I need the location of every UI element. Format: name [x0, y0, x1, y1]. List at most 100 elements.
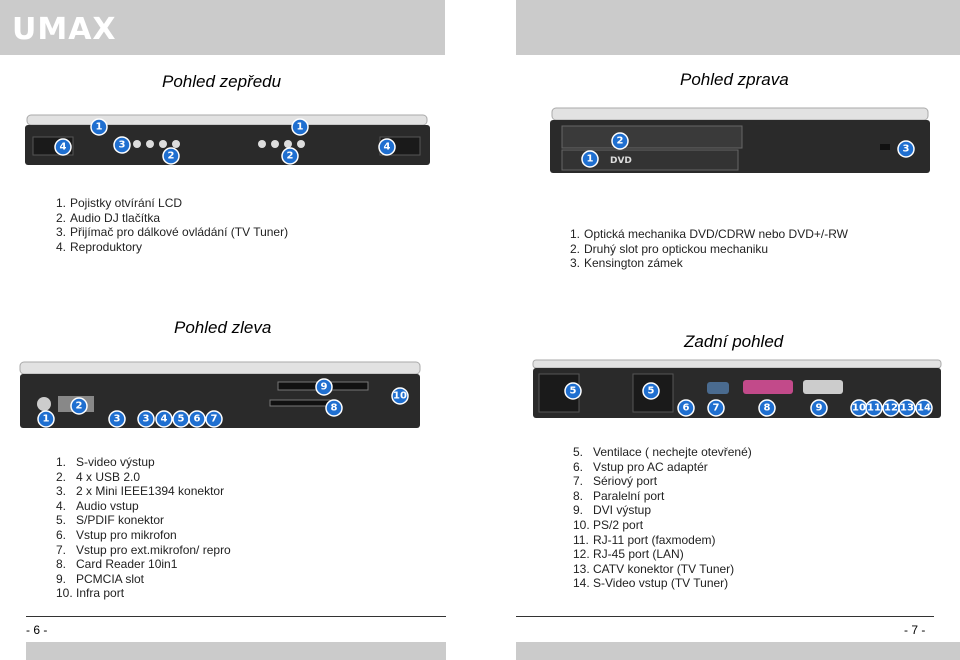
front-view-photo: 4 1 3 1 2 2 4: [25, 114, 430, 165]
svg-text:7: 7: [211, 414, 218, 425]
list-item: 5.S/PDIF konektor: [56, 513, 165, 528]
left-badge-3a: 3: [108, 410, 126, 428]
svg-text:8: 8: [331, 403, 338, 414]
back-badge-9: 9: [810, 399, 828, 417]
list-item: 3.2 x Mini IEEE1394 konektor: [56, 484, 225, 499]
right-laptop-lid: [551, 107, 929, 121]
left-badge-5: 5: [172, 410, 190, 428]
svg-text:10: 10: [852, 403, 866, 414]
svg-text:4: 4: [60, 142, 67, 153]
left-badge-2: 2: [70, 397, 88, 415]
list-item: 14.S-Video vstup (TV Tuner): [573, 576, 729, 591]
list-item: 7.Vstup pro ext.mikrofon/ repro: [56, 542, 231, 557]
svg-text:4: 4: [161, 414, 168, 425]
svg-text:7: 7: [713, 403, 720, 414]
svg-text:4: 4: [384, 142, 391, 153]
svg-text:11: 11: [867, 403, 881, 414]
left-badge-10: 10: [391, 387, 409, 405]
right-badge-1: 1: [581, 150, 599, 168]
svg-text:3: 3: [119, 140, 126, 151]
list-item: 8.Paralelní port: [573, 488, 665, 503]
footer-rule-right: [516, 616, 934, 617]
front-laptop-body: [25, 125, 430, 165]
svg-text:2: 2: [168, 151, 175, 162]
back-badge-6: 6: [677, 399, 695, 417]
left-badge-6: 6: [188, 410, 206, 428]
header-bar-right: [516, 0, 960, 55]
front-laptop-lid: [26, 114, 428, 126]
svg-text:1: 1: [587, 154, 594, 165]
svg-text:2: 2: [76, 401, 83, 412]
front-parts-list: 1.Pojistky otvírání LCD 2.Audio DJ tlačí…: [56, 196, 288, 254]
parallel-port: [743, 380, 793, 394]
front-badge-4a: 4: [54, 138, 72, 156]
back-badge-7: 7: [707, 399, 725, 417]
svg-text:5: 5: [648, 386, 655, 397]
back-parts-list: 5.Ventilace ( nechejte otevřené) 6.Vstup…: [573, 445, 752, 591]
back-badge-14: 14: [915, 399, 933, 417]
back-badge-8: 8: [758, 399, 776, 417]
second-drive-slot: [561, 149, 739, 171]
left-badge-4: 4: [155, 410, 173, 428]
list-item: 1.S-video výstup: [56, 455, 155, 469]
list-item: 5.Ventilace ( nechejte otevřené): [573, 445, 752, 459]
left-badge-7: 7: [205, 410, 223, 428]
svg-text:9: 9: [321, 382, 328, 393]
list-item: 2.4 x USB 2.0: [56, 469, 141, 484]
svg-text:5: 5: [178, 414, 185, 425]
svg-text:2: 2: [287, 151, 294, 162]
list-item: 8.Card Reader 10in1: [56, 557, 178, 572]
back-badge-10: 10: [850, 399, 868, 417]
list-item: 2.Druhý slot pro optickou mechaniku: [570, 241, 769, 256]
svg-text:8: 8: [764, 403, 771, 414]
list-item: 10.PS/2 port: [573, 517, 644, 532]
list-item: 11.RJ-11 port (faxmodem): [573, 532, 716, 547]
svg-text:9: 9: [816, 403, 823, 414]
list-item: 9.DVI výstup: [573, 503, 652, 518]
svg-text:12: 12: [884, 403, 898, 414]
list-item: 12.RJ-45 port (LAN): [573, 547, 684, 562]
back-badge-11: 11: [865, 399, 883, 417]
list-item: 3.Přijímač pro dálkové ovládání (TV Tune…: [56, 225, 289, 240]
optical-drive: [561, 125, 743, 149]
svg-text:1: 1: [43, 414, 50, 425]
back-laptop-lid: [532, 359, 942, 369]
footer-bar-right: [516, 642, 960, 660]
svideo-port: [37, 397, 51, 411]
list-item: 10.Infra port: [56, 586, 125, 601]
list-item: 2.Audio DJ tlačítka: [56, 210, 161, 225]
left-parts-list: 1.S-video výstup 2.4 x USB 2.0 3.2 x Min…: [56, 455, 231, 601]
serial-port: [707, 382, 729, 394]
svg-text:3: 3: [903, 144, 910, 155]
left-badge-9: 9: [315, 378, 333, 396]
front-badge-2a: 2: [162, 147, 180, 165]
back-badge-13: 13: [898, 399, 916, 417]
svg-text:5: 5: [570, 386, 577, 397]
back-badge-5a: 5: [564, 382, 582, 400]
front-badge-4b: 4: [378, 138, 396, 156]
page-number-right: - 7 -: [904, 623, 926, 637]
svg-text:10: 10: [393, 391, 407, 402]
list-item: 1.Optická mechanika DVD/CDRW nebo DVD+/-…: [570, 227, 848, 241]
svg-text:2: 2: [617, 136, 624, 147]
front-badge-1a: 1: [90, 118, 108, 136]
left-badge-8: 8: [325, 399, 343, 417]
footer-bar-left: [26, 642, 446, 660]
svg-text:3: 3: [143, 414, 150, 425]
right-badge-2: 2: [611, 132, 629, 150]
list-item: 13.CATV konektor (TV Tuner): [573, 561, 735, 576]
svg-text:3: 3: [114, 414, 121, 425]
right-view-title: Pohled zprava: [680, 70, 789, 89]
footer-rule-left: [26, 616, 446, 617]
left-view-photo: 9 10 2 8 1 3 3 4 5 6 7: [19, 361, 421, 428]
back-view-photo: 5 5 6 7 8 9 10 11 12 13 14: [532, 359, 942, 418]
front-dj-buttons-left: [133, 140, 180, 148]
back-badge-12: 12: [882, 399, 900, 417]
header-bar-left: [0, 0, 445, 55]
dvi-port: [803, 380, 843, 394]
list-item: 9.PCMCIA slot: [56, 571, 145, 586]
svg-text:13: 13: [900, 403, 914, 414]
front-view-title: Pohled zepředu: [162, 72, 282, 91]
left-badge-1: 1: [37, 410, 55, 428]
svg-text:1: 1: [297, 122, 304, 133]
